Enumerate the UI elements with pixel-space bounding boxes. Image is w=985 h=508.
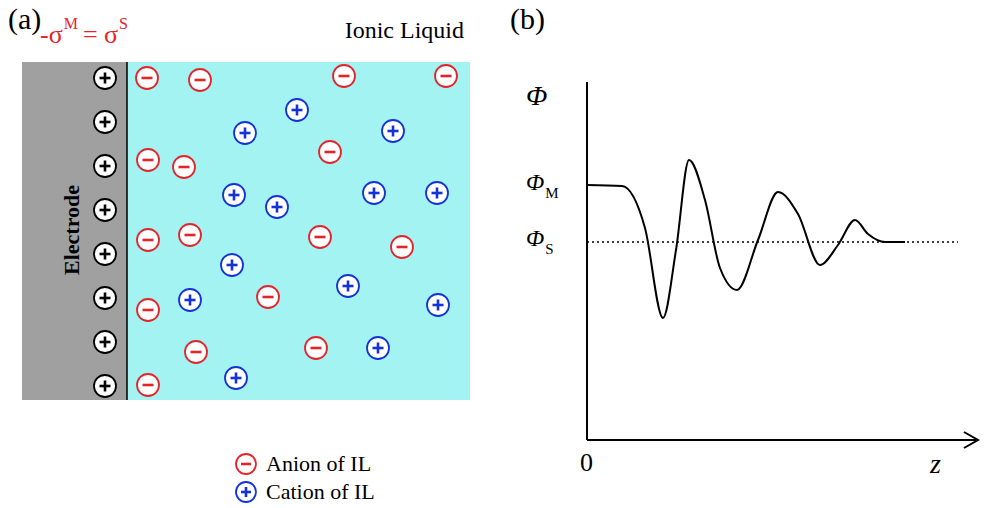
axis-label: z xyxy=(930,450,941,478)
anion-symbol xyxy=(333,65,355,87)
electrode-charge xyxy=(94,155,116,177)
potential-label: Φ xyxy=(526,170,544,194)
legend-symbols xyxy=(236,454,256,502)
cation-symbol xyxy=(363,182,385,204)
cation-symbol xyxy=(225,367,247,389)
cation-symbol xyxy=(266,196,288,218)
electrode-charge xyxy=(94,199,116,221)
legend-entry: Cation of IL xyxy=(266,481,375,503)
cation-symbol xyxy=(426,182,448,204)
anion-symbol xyxy=(136,67,158,89)
electrode-surface xyxy=(126,62,128,400)
potential-curve xyxy=(587,160,905,318)
anion-symbol xyxy=(185,341,207,363)
anion-symbol xyxy=(179,224,201,246)
electrode-charge xyxy=(94,287,116,309)
electrode-label: Electrode xyxy=(61,185,83,275)
cation-symbol xyxy=(337,275,359,297)
y-axis xyxy=(586,82,588,440)
anion-symbol xyxy=(305,337,327,359)
cation-symbol xyxy=(234,122,256,144)
charge-superscript: M xyxy=(64,16,78,32)
cation-symbol xyxy=(179,289,201,311)
cation-symbol xyxy=(221,254,243,276)
charge-equation: -σ xyxy=(40,22,63,48)
electrode-charge xyxy=(94,375,116,397)
potential-subscript: M xyxy=(545,186,558,201)
axis-origin: 0 xyxy=(580,450,593,476)
electrode-charge xyxy=(94,243,116,265)
panel-label: (b) xyxy=(510,4,545,34)
electrode-charge xyxy=(94,67,116,89)
axis-label: Φ xyxy=(526,82,547,110)
anion-symbol xyxy=(189,69,211,91)
cation-symbol xyxy=(427,294,449,316)
electrode-charge xyxy=(94,111,116,133)
anion-symbol xyxy=(137,149,159,171)
potential-label: Φ xyxy=(526,226,544,250)
anion-symbol xyxy=(391,236,413,258)
panel-label: (a) xyxy=(8,4,41,34)
potential-subscript: S xyxy=(545,242,553,257)
axis-arrowhead xyxy=(964,432,978,448)
anion-symbol xyxy=(173,156,195,178)
electrode-charge xyxy=(94,331,116,353)
cation-symbol xyxy=(286,99,308,121)
ionic-liquid-region xyxy=(127,62,470,400)
ionic-liquid-box: Ionic Liquid xyxy=(127,62,470,400)
ion-symbols xyxy=(94,65,457,397)
region-label: Ionic Liquid xyxy=(345,18,464,42)
legend-entry: Anion of IL xyxy=(266,453,371,475)
anion-symbol xyxy=(319,141,341,163)
electrode-slab-label-box: Electrode xyxy=(22,62,127,400)
charge-equation: = σ xyxy=(83,22,118,48)
electrode-slab xyxy=(22,62,127,400)
anion-symbol xyxy=(309,226,331,248)
anion-symbol xyxy=(137,374,159,396)
cation-symbol xyxy=(382,120,404,142)
charge-superscript: S xyxy=(119,16,128,32)
cation-symbol xyxy=(367,337,389,359)
x-axis xyxy=(587,439,976,441)
anion-symbol xyxy=(137,229,159,251)
cation-symbol xyxy=(223,184,245,206)
cation-legend-symbol xyxy=(236,482,256,502)
anion-symbol xyxy=(257,286,279,308)
anion-symbol xyxy=(137,299,159,321)
anion-legend-symbol xyxy=(236,454,256,474)
anion-symbol xyxy=(435,65,457,87)
